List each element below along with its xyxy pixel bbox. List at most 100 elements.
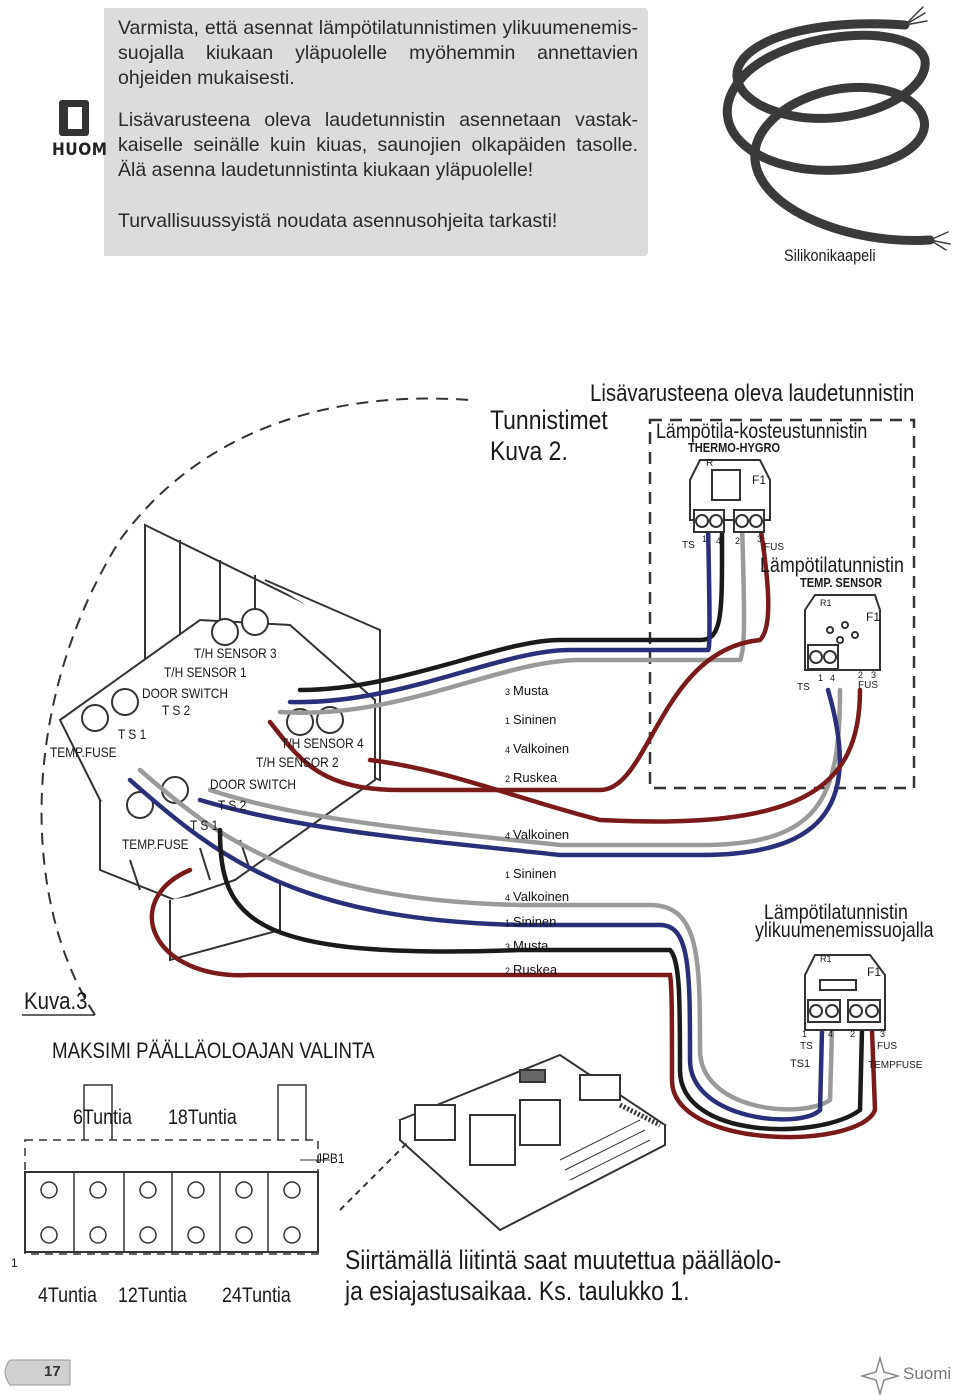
cable-label: Silikonikaapeli	[784, 246, 876, 265]
wires	[127, 522, 878, 1140]
overheat-pin-4: 4	[828, 1029, 834, 1039]
jumper-connector-line	[339, 1139, 411, 1211]
pin-1-label: 1	[11, 1256, 18, 1270]
optional-sensor-dashed-box	[648, 418, 916, 790]
jumper-diagram	[24, 1084, 319, 1255]
temp-ts-label: TS	[797, 682, 810, 693]
label-ts2-2: T S 2	[218, 797, 247, 813]
label-th-sensor-1: T/H SENSOR 1	[164, 664, 247, 680]
instruction-line-2: ja esiajastusaikaa. Ks. taulukko 1.	[345, 1276, 690, 1306]
label-ts2-1: T S 2	[162, 702, 191, 718]
wire-white-3	[137, 767, 835, 1112]
overheat-tempfuse-label: TEMPFUSE	[868, 1060, 923, 1071]
wire-blue-1	[287, 522, 712, 705]
label-door-switch-2: DOOR SWITCH	[210, 776, 296, 792]
humidity-fus-label: FUS	[764, 542, 784, 553]
sensors-title: Tunnistimet	[490, 405, 608, 435]
overheat-sensor-title-2: ylikuumenemissuojalla	[755, 919, 934, 942]
jumper-6h-label: 6Tuntia	[73, 1106, 132, 1129]
humidity-pin-2: 2	[735, 536, 741, 546]
note-icon-group: HUOM	[52, 100, 108, 160]
temp-f1-label: F1	[866, 610, 881, 624]
wire-white-1	[277, 522, 747, 715]
temp-pin-4: 4	[830, 673, 836, 683]
humidity-sensor-board	[689, 459, 771, 533]
wire-blue-3	[127, 777, 825, 1122]
note-label: HUOM	[52, 140, 108, 160]
wire-black-1	[297, 522, 725, 693]
humidity-r-label: R	[706, 458, 714, 469]
temp-pin-3: 3	[871, 670, 877, 680]
sensors-figure: Kuva 2.	[490, 436, 568, 466]
wire-black-3	[217, 827, 865, 1132]
humidity-ts-label: TS	[682, 540, 695, 551]
note-paragraph-1: Varmista, että asennat lämpötilatunnisti…	[118, 17, 638, 89]
humidity-pin-1: 1	[702, 534, 708, 544]
wire-brown-3	[149, 867, 878, 1140]
note-paragraph-3: Turvallisuussyistä noudata asennusohjeit…	[118, 210, 558, 232]
overheat-ts1-label: TS1	[790, 1058, 811, 1070]
overheat-pin-3: 3	[880, 1029, 886, 1039]
jumper-4h-label: 4Tuntia	[38, 1284, 97, 1307]
circuit-board-illustration	[398, 1053, 667, 1232]
temp-sensor-board	[804, 594, 881, 671]
wire-blue-2	[197, 687, 842, 858]
label-temp-fuse-1: TEMP.FUSE	[50, 744, 117, 760]
humidity-sensor-title: Lämpötila-kosteustunnistin	[656, 420, 868, 443]
label-door-switch-1: DOOR SWITCH	[142, 685, 228, 701]
jumper-12h-label: 12Tuntia	[118, 1284, 187, 1307]
overheat-r1-label: R1	[820, 954, 832, 964]
overheat-sensor-board	[804, 954, 886, 1031]
connector-block-illustration	[58, 523, 381, 962]
overheat-fus-label: FUS	[877, 1041, 897, 1052]
max-time-title: MAKSIMI PÄÄLLÄOLOAJAN VALINTA	[52, 1038, 375, 1063]
language-label: Suomi	[903, 1364, 952, 1383]
overheat-sensor-title-1: Lämpötilatunnistin	[764, 901, 908, 924]
jpb1-label: JPB1	[316, 1150, 345, 1166]
humidity-f1-label: F1	[752, 473, 767, 487]
overheat-f1-label: F1	[867, 965, 882, 979]
temp-pin-2: 2	[858, 670, 864, 680]
figure-3-label: Kuva.3	[24, 988, 88, 1015]
label-ts1-2: T S 1	[190, 817, 219, 833]
humidity-sensor-code: THERMO-HYGRO	[688, 440, 781, 455]
temp-sensor-title: Lämpötilatunnistin	[760, 554, 904, 577]
note-paragraph-2: Lisävarusteena oleva laudetunnistin asen…	[118, 109, 638, 181]
humidity-pin-4: 4	[716, 536, 722, 546]
footer-page-tab	[4, 1359, 71, 1386]
note-box	[42, 8, 648, 256]
notebook-icon	[59, 100, 89, 136]
temp-pin-1: 1	[818, 673, 824, 683]
overheat-pin-1: 1	[802, 1029, 808, 1039]
temp-sensor-code: TEMP. SENSOR	[800, 575, 883, 590]
instruction-line-1: Siirtämällä liitintä saat muutettua pääl…	[345, 1245, 782, 1275]
temp-fus-label: FUS	[858, 680, 878, 691]
label-temp-fuse-2: TEMP.FUSE	[122, 836, 189, 852]
silicone-cable-illustration	[722, 6, 951, 251]
humidity-pin-3: 3	[757, 534, 763, 544]
label-th-sensor-4: T/H SENSOR 4	[281, 735, 364, 751]
label-ts1-1: T S 1	[118, 726, 147, 742]
jumper-18h-label: 18Tuntia	[168, 1106, 237, 1129]
star-logo-icon	[859, 1355, 901, 1395]
jumper-24h-label: 24Tuntia	[222, 1284, 291, 1307]
label-th-sensor-3: T/H SENSOR 3	[194, 645, 277, 661]
wire-brown-2	[367, 687, 863, 824]
overheat-pin-2: 2	[850, 1029, 856, 1039]
label-th-sensor-2: T/H SENSOR 2	[256, 754, 339, 770]
overheat-ts-label: TS	[800, 1041, 813, 1052]
page-number: 17	[44, 1363, 61, 1380]
wire-brown-1	[267, 522, 771, 793]
optional-sensor-title: Lisävarusteena oleva laudetunnistin	[590, 380, 915, 407]
